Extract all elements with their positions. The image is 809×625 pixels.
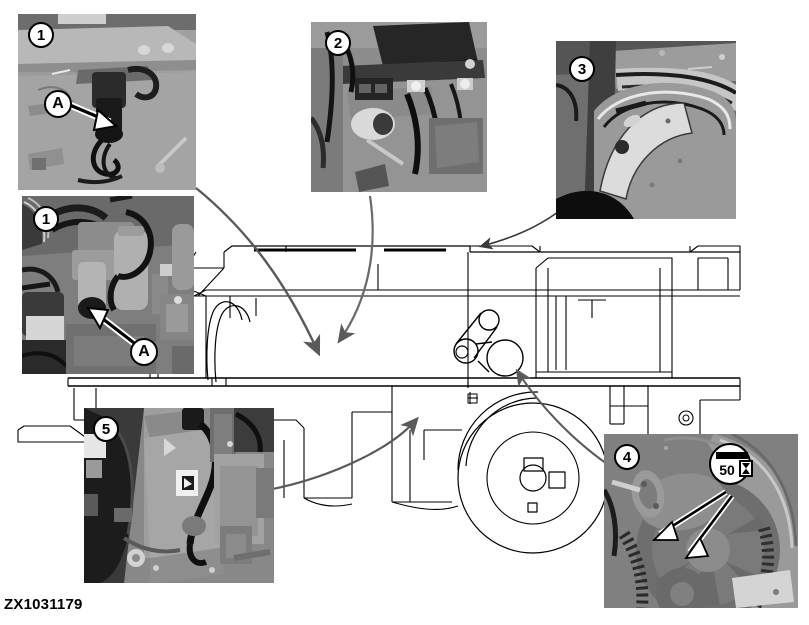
panel-1-top-number-badge: 1 [28, 22, 54, 48]
hourglass-icon [739, 460, 753, 477]
leader-panel-5 [255, 416, 419, 494]
leader-panel-3 [478, 211, 559, 250]
panel-1-mid-number-badge: 1 [33, 206, 59, 232]
service-interval-badge: 50 [709, 443, 753, 485]
panel-3-number-badge: 3 [569, 56, 595, 82]
panel-1-mid-marker-a: A [130, 338, 158, 366]
leader-panel-2 [337, 195, 374, 344]
figure-caption: ZX1031179 [4, 596, 83, 613]
photo-panel-4[interactable] [604, 434, 798, 608]
panel-4-number-badge: 4 [614, 444, 640, 470]
leader-panel-1-top [195, 187, 321, 357]
interval-bar-icon [716, 452, 748, 459]
panel-5-number-badge: 5 [93, 416, 119, 442]
interval-hours-value: 50 [719, 462, 735, 478]
panel-1-top-marker-a: A [44, 90, 72, 118]
leader-panel-4 [515, 368, 617, 471]
panel-2-number-badge: 2 [325, 30, 351, 56]
photo-panel-5[interactable] [84, 408, 274, 583]
